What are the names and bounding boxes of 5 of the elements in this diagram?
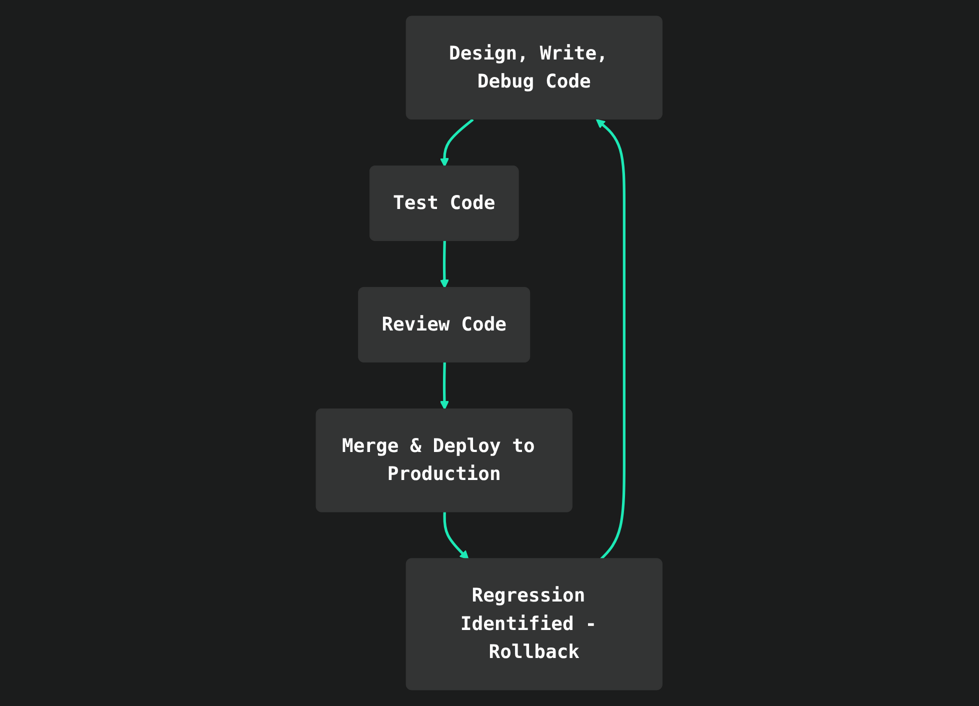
arrow [440, 362, 450, 410]
arrow [440, 118, 474, 168]
arrow [596, 119, 626, 560]
arrow [444, 512, 470, 560]
arrow [440, 240, 450, 288]
